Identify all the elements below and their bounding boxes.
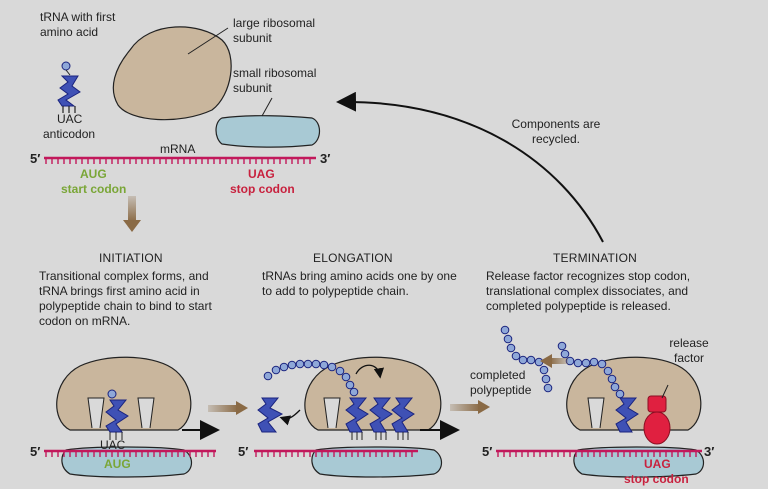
mrna-label: mRNA [160,142,196,156]
initiation-ribosome [44,356,216,478]
amino-acid-bead [534,357,544,367]
release-factor-shape [643,384,671,445]
amino-acid-bead [311,359,321,369]
amino-acid-bead [335,366,345,376]
legend-trna [57,61,81,113]
initiation-title: INITIATION [99,251,163,265]
amino-acid-bead [541,374,551,384]
amino-acid-bead [560,349,570,359]
transition-arrow-down [123,196,141,232]
stop-codon-seq: UAG [248,167,275,181]
recycle-arrow [336,91,604,243]
initiation-anticodon: UAC [100,438,126,452]
amino-acid-bead [581,358,591,368]
amino-acid-bead [597,359,607,369]
transition-arrow-1 [208,401,248,415]
amino-acid-bead [263,371,273,381]
termination-stop-codon: UAG [644,457,671,471]
termination-three-prime: 3′ [704,444,715,459]
amino-acid-bead [539,365,549,375]
small-subunit-label: small ribosomal subunit [233,66,317,95]
termination-five-prime: 5′ [482,444,493,459]
amino-acid-bead [349,387,359,397]
amino-acid-bead [341,372,351,382]
amino-acid-bead [615,389,625,399]
release-factor-label: release factor [669,336,709,365]
amino-acid-bead [287,360,297,370]
initiation-codon: AUG [104,457,131,471]
elongation-title: ELONGATION [313,251,393,265]
amino-acid-bead [603,366,613,376]
small-subunit-pointer [261,97,273,117]
recycle-note: Components are recycled. [511,117,601,146]
amino-acid-bead [511,351,521,361]
amino-acid-bead [526,355,536,365]
termination-stop-codon-label: stop codon [624,472,689,486]
amino-acid-bead [500,325,510,335]
large-subunit-label: large ribosomal subunit [233,16,316,45]
amino-acid-bead [295,359,305,369]
large-subunit-pointer [187,27,229,55]
legend-mrna [44,156,316,164]
legend-five-prime: 5′ [30,151,41,166]
completed-polypeptide-label: completed polypeptide [470,368,532,397]
small-subunit-shape [215,115,321,148]
transition-arrow-2 [450,400,490,414]
amino-acid-bead [345,380,355,390]
amino-acid-bead [589,357,599,367]
amino-acid-bead [557,341,567,351]
amino-acid-bead [506,343,516,353]
amino-acid-bead [518,355,528,365]
elongation-five-prime: 5′ [238,444,249,459]
amino-acid-bead [271,365,281,375]
termination-title: TERMINATION [553,251,637,265]
trna-legend-label: tRNA with first amino acid [40,10,116,39]
amino-acid-bead [607,374,617,384]
start-codon-seq: AUG [80,167,107,181]
amino-acid-bead [543,383,553,393]
amino-acid-bead [303,359,313,369]
termination-ribosome [496,325,705,478]
amino-acid-bead [279,362,289,372]
amino-acid-bead [327,362,337,372]
anticodon-sequence: UAC [57,112,83,126]
elongation-description: tRNAs bring amino acids one by one to ad… [262,269,457,298]
elongation-ribosome [254,356,443,478]
amino-acid-bead [610,382,620,392]
start-codon-label: start codon [61,182,127,196]
amino-acid-bead [503,334,513,344]
initiation-five-prime: 5′ [30,444,41,459]
amino-acid-bead [319,360,329,370]
initiation-description: Transitional complex forms, and tRNA bri… [39,269,212,328]
legend-three-prime: 3′ [320,151,331,166]
amino-acid-bead [573,358,583,368]
termination-description: Release factor recognizes stop codon, tr… [486,269,691,313]
stop-codon-label: stop codon [230,182,295,196]
anticodon-label: anticodon [43,127,96,141]
large-subunit-shape [112,26,232,121]
